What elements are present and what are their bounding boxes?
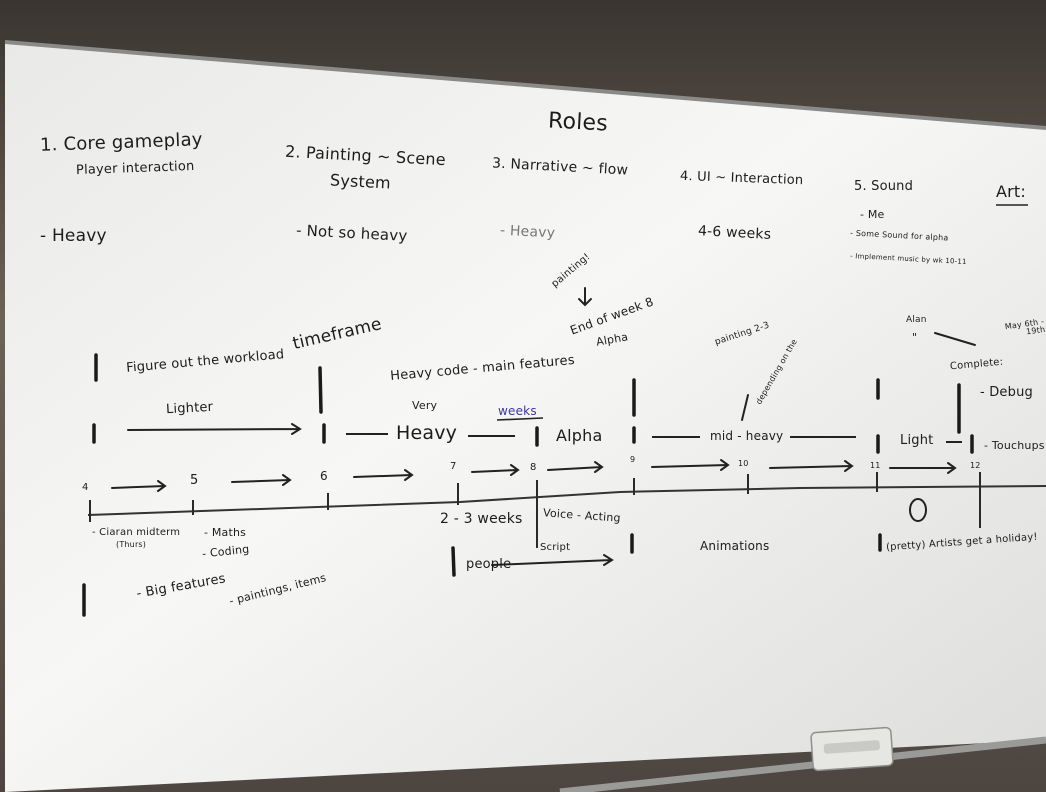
weeks-label: weeks — [498, 404, 537, 418]
board-frame — [4, 40, 1046, 130]
marker-tray — [559, 736, 1046, 792]
week-number-6: 6 — [320, 469, 328, 483]
arrows — [111, 287, 976, 566]
roles-heading: Roles — [547, 108, 609, 137]
role-1-weight: - Heavy — [40, 226, 107, 246]
mid-heavy-label: mid - heavy — [710, 429, 784, 443]
role-1-subtitle: Player interaction — [75, 158, 195, 179]
alpha-phase-label: Alpha — [556, 426, 603, 445]
week-number-10: 10 — [738, 459, 749, 468]
week-number-11: 11 — [870, 461, 881, 470]
maths-label: - Maths — [204, 526, 247, 539]
alan-label: Alan — [906, 315, 927, 325]
two-three-weeks-label: 2 - 3 weeks — [440, 511, 523, 527]
alan-mark: " — [912, 331, 918, 344]
lighter-label: Lighter — [165, 399, 214, 418]
whiteboard — [5, 42, 1046, 792]
week-number-9: 9 — [630, 455, 636, 464]
weeks-underline — [496, 417, 544, 421]
week-number-4: 4 — [82, 482, 89, 493]
timeline-axis — [87, 485, 1046, 516]
phase-bars — [82, 353, 974, 617]
people-label: people — [466, 557, 512, 572]
touchups-label: - Touchups — [984, 439, 1045, 452]
week-number-8: 8 — [530, 462, 537, 473]
role-5-title: 5. Sound — [854, 179, 914, 194]
zero-circle — [909, 498, 927, 522]
role-3-weight: - Heavy — [499, 222, 556, 242]
heavy-phase-label: Heavy — [396, 422, 458, 444]
ciaran-midterm-label: - Ciaran midterm — [92, 527, 181, 538]
animations-label: Animations — [700, 539, 770, 553]
thurs-label: (Thurs) — [116, 540, 147, 549]
role-5-weight: - Me — [860, 208, 885, 221]
week-number-5: 5 — [190, 473, 199, 488]
eraser[interactable] — [810, 726, 894, 772]
light-label: Light — [900, 433, 934, 448]
script-label: Script — [540, 542, 571, 553]
very-label: Very — [412, 399, 438, 412]
role-4-weight: 4-6 weeks — [697, 223, 772, 243]
timeline-ticks — [89, 472, 981, 548]
phase-dashes — [346, 433, 962, 443]
week-number-7: 7 — [450, 461, 457, 472]
debug-label: - Debug — [980, 385, 1033, 400]
role-2-subtitle: System — [329, 170, 392, 193]
week-number-12: 12 — [970, 461, 981, 470]
art-label: Art: — [996, 182, 1026, 201]
